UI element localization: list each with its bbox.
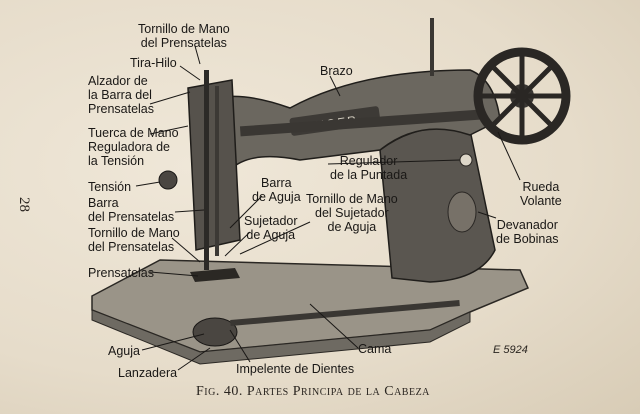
label-brazo: Brazo bbox=[320, 64, 353, 78]
label-sujetador: Sujetador de Aguja bbox=[244, 214, 298, 242]
label-barra-aguja: Barra de Aguja bbox=[252, 176, 301, 204]
label-tuerca-tension: Tuerca de Mano Reguladora de la Tensión bbox=[88, 126, 179, 168]
machine-head bbox=[187, 79, 241, 251]
label-prensatelas: Prensatelas bbox=[88, 266, 155, 280]
label-barra-prensatelas: Barra del Prensatelas bbox=[88, 196, 175, 224]
figure-code: E 5924 bbox=[493, 344, 528, 356]
label-tornillo-prensatelas-left: Tornillo de Mano del Prensatelas bbox=[88, 226, 180, 254]
page-number: 28 bbox=[16, 197, 32, 212]
figure-caption: Fig. 40. Partes Principa de la Cabeza bbox=[196, 384, 430, 399]
needle-bar bbox=[204, 70, 209, 270]
label-regulador: Regulador de la Puntada bbox=[330, 154, 408, 182]
label-alzador: Alzador de la Barra del Prensatelas bbox=[88, 74, 155, 116]
label-impelente: Impelente de Dientes bbox=[236, 362, 355, 376]
label-rueda-volante: Rueda Volante bbox=[520, 180, 562, 208]
label-aguja: Aguja bbox=[108, 344, 140, 358]
label-tornillo-prensatelas-top: Tornillo de Mano del Prensatelas bbox=[138, 22, 230, 50]
label-tira-hilo: Tira-Hilo bbox=[130, 56, 177, 70]
label-devanador: Devanador de Bobinas bbox=[496, 218, 559, 246]
leader-lines bbox=[135, 45, 521, 371]
label-cama: Cama bbox=[358, 342, 392, 356]
label-tornillo-sujetador: Tornillo de Mano del Sujetador de Aguja bbox=[306, 192, 398, 234]
label-tension: Tensión bbox=[88, 180, 132, 194]
label-lanzadera: Lanzadera bbox=[118, 366, 178, 380]
tension-disc bbox=[158, 170, 178, 190]
hand-wheel bbox=[473, 47, 571, 145]
